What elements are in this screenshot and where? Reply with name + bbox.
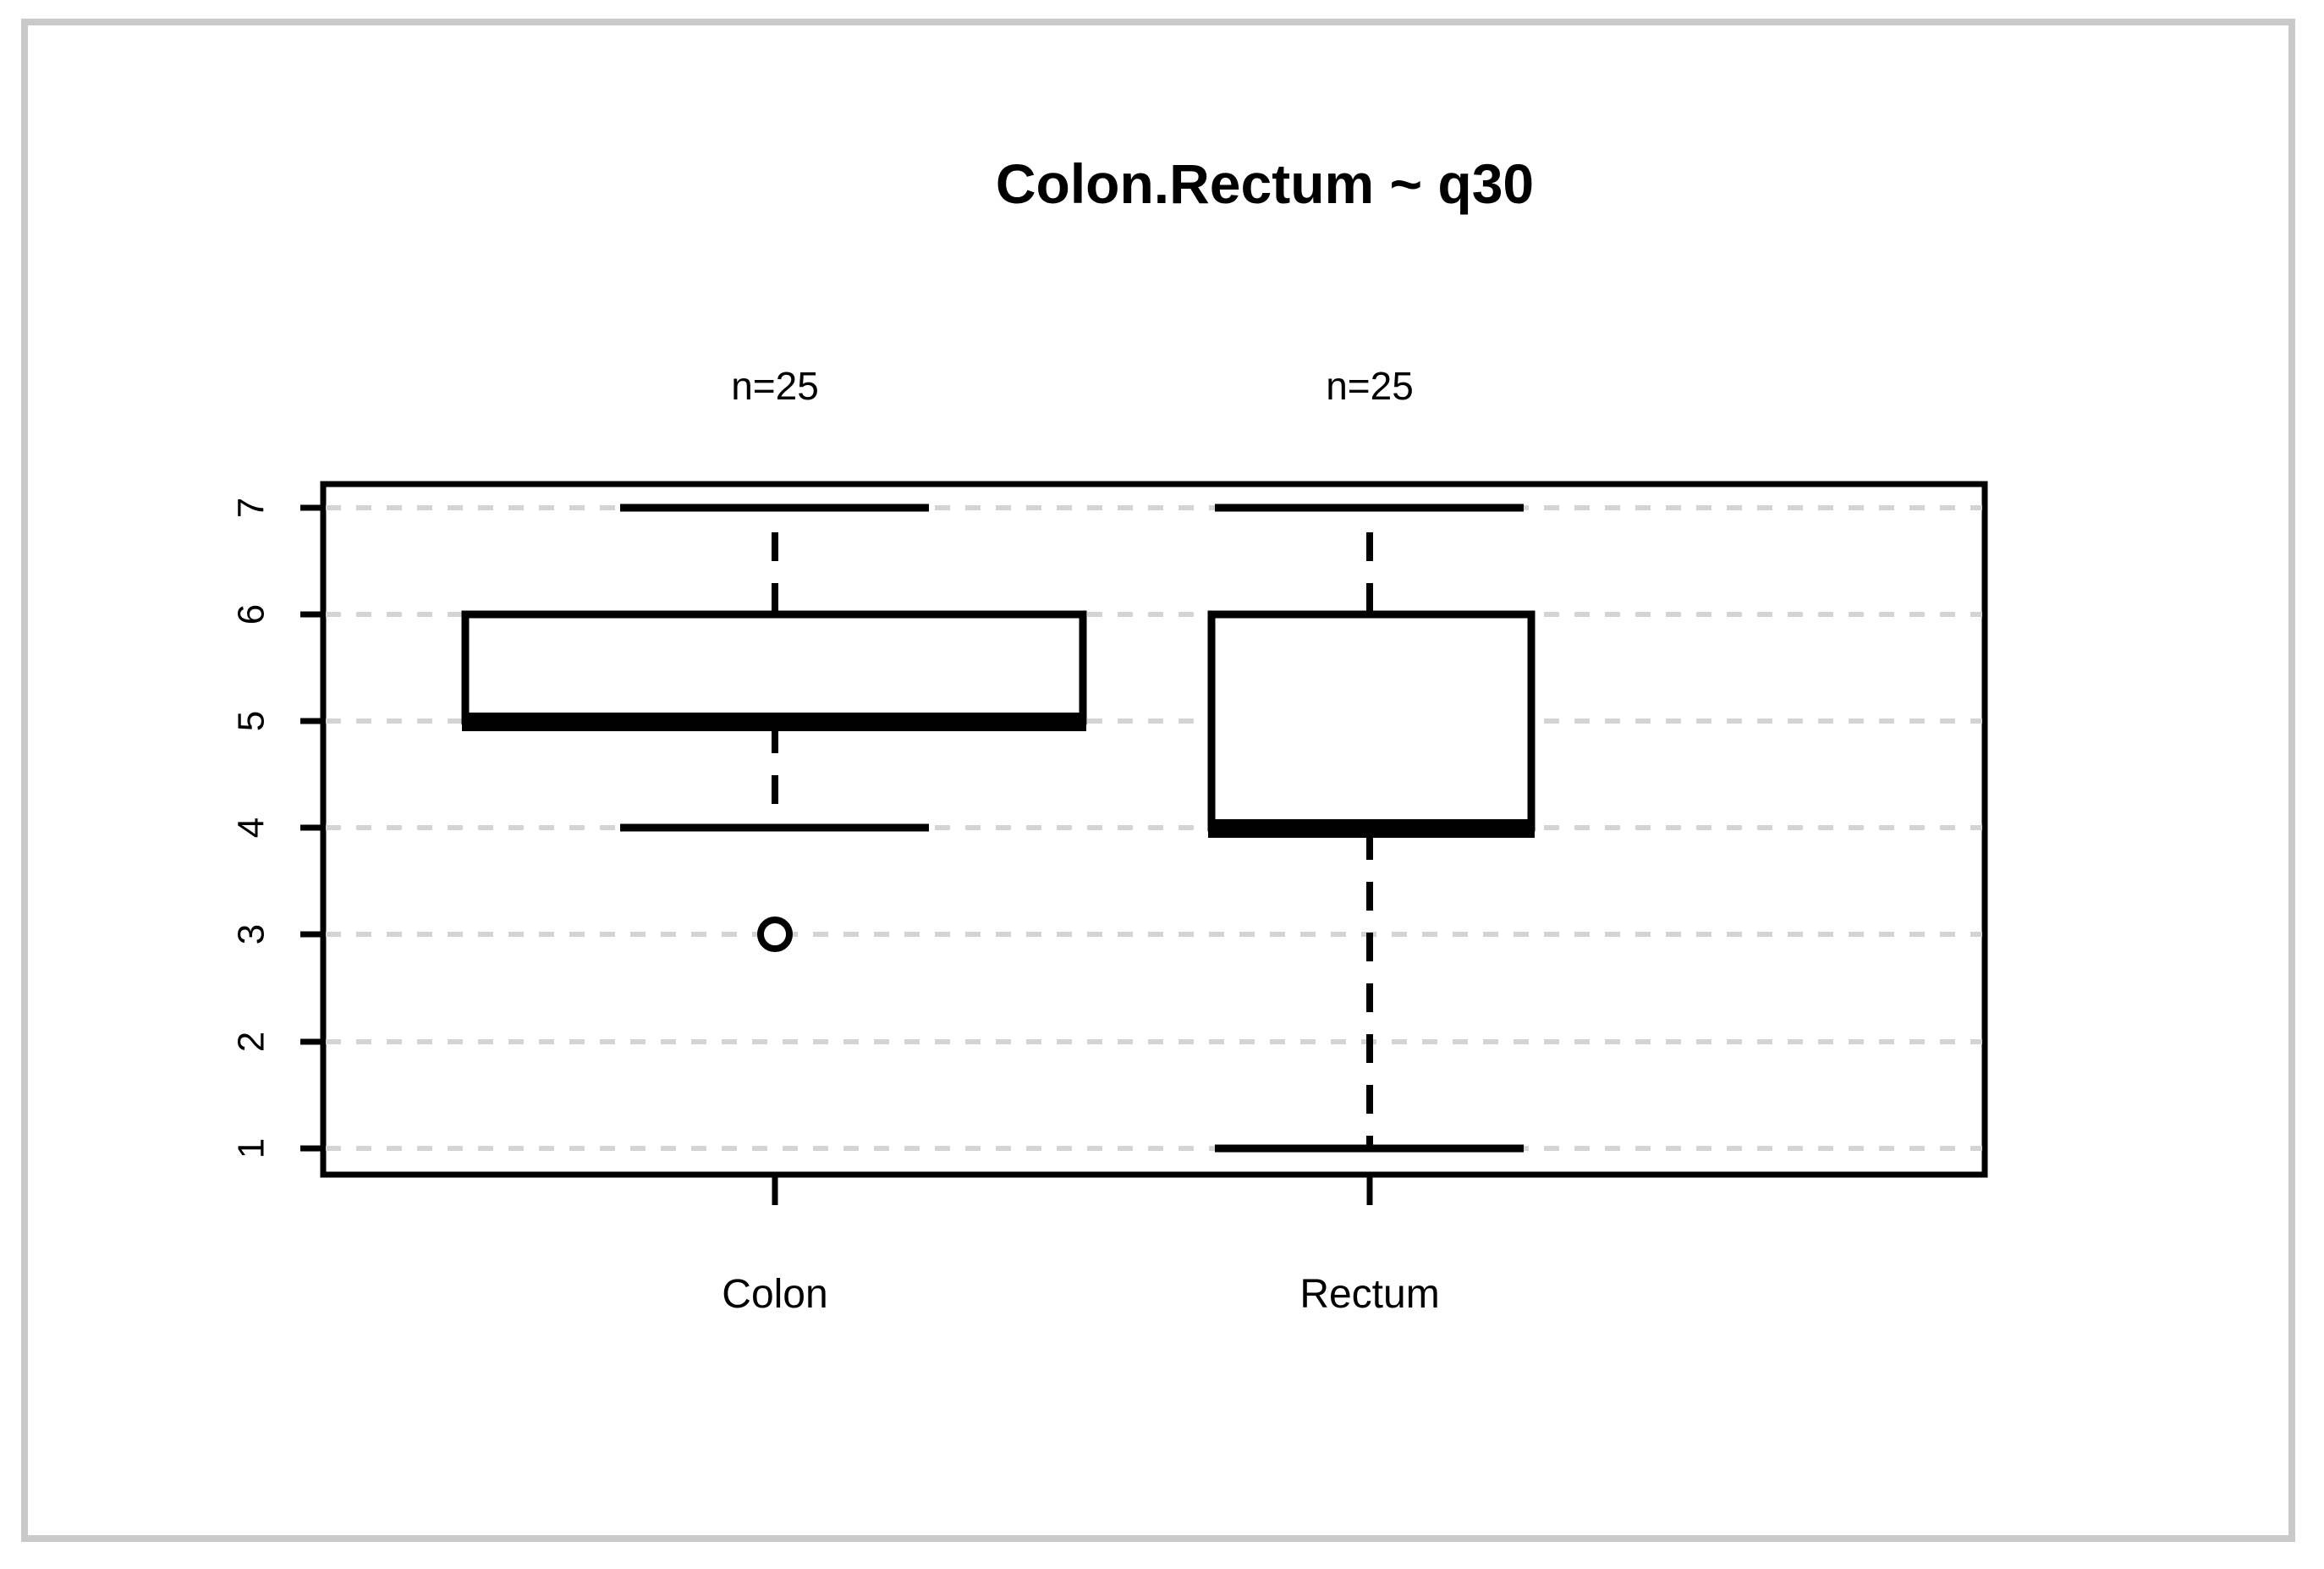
boxplot-rectum[interactable]	[1207, 504, 1536, 1153]
y-tick-label-4: 4	[231, 818, 272, 838]
x-axis-label-rectum: Rectum	[1299, 1272, 1439, 1317]
y-tick-label-6: 6	[231, 604, 272, 625]
group-n-label-colon: n=25	[731, 364, 819, 408]
colon-outlier-point	[757, 917, 793, 952]
chart-title: Colon.Rectum ~ q30	[996, 152, 1534, 215]
colon-box	[461, 610, 1087, 725]
x-axis-ticks	[772, 1175, 1373, 1205]
x-axis-label-colon: Colon	[722, 1272, 827, 1317]
boxplot-colon[interactable]	[461, 504, 1087, 952]
grid-lines	[326, 505, 1982, 1151]
y-tick-label-7: 7	[231, 498, 272, 518]
y-axis-ticks	[300, 504, 323, 1152]
group-n-label-rectum: n=25	[1326, 364, 1414, 408]
y-tick-label-1: 1	[231, 1138, 272, 1159]
image-outer-border	[21, 19, 2295, 1542]
y-tick-label-3: 3	[231, 924, 272, 944]
y-tick-label-2: 2	[231, 1032, 272, 1052]
y-tick-label-5: 5	[231, 711, 272, 731]
rectum-box	[1207, 610, 1536, 832]
y-axis-tick-labels: 7 6 5 4 3 2 1	[231, 498, 272, 1159]
